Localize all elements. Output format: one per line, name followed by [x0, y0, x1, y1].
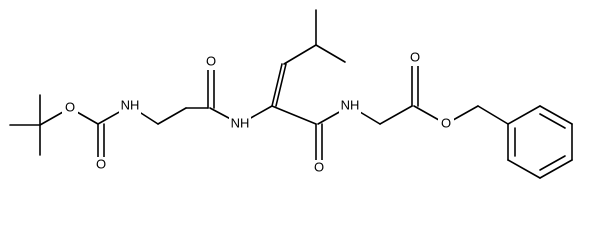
bond — [275, 63, 287, 107]
bond — [539, 159, 573, 179]
atom-label: O — [441, 115, 451, 130]
atom-label: O — [206, 53, 216, 68]
atom-label: NH — [231, 115, 250, 130]
bond — [507, 105, 541, 125]
structure-svg: O O NH O NH O NH O O — [9, 9, 573, 179]
bond — [157, 107, 187, 125]
atom-label: O — [410, 49, 420, 64]
bond — [379, 105, 413, 125]
atom-label: NH — [341, 97, 360, 112]
atom-label: NH — [121, 97, 140, 112]
molecule-diagram: O O NH O NH O NH O O — [9, 9, 573, 179]
bond — [539, 155, 566, 171]
bond — [315, 44, 346, 63]
bond — [283, 44, 317, 65]
atom-label: O — [65, 99, 75, 114]
bond — [539, 105, 573, 125]
bond — [271, 105, 317, 125]
bond — [477, 105, 509, 125]
bond — [539, 113, 566, 129]
bond — [507, 159, 541, 179]
atom-label: O — [314, 159, 324, 174]
atom-label: O — [96, 156, 106, 171]
bond — [271, 63, 283, 107]
